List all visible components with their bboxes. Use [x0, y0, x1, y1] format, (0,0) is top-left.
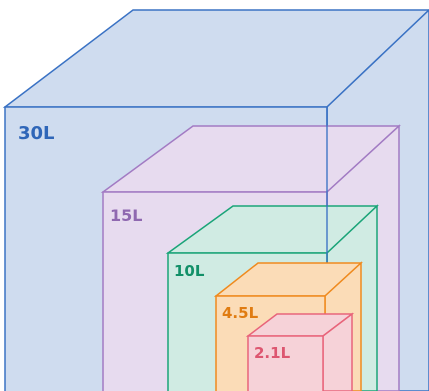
label-4-5l: 4.5L	[222, 304, 259, 322]
label-2-1l: 2.1L	[254, 344, 291, 362]
label-10l: 10L	[174, 262, 205, 280]
label-15l: 15L	[110, 206, 142, 225]
cube-2-1l-front-face	[247, 335, 324, 391]
label-30l: 30L	[18, 123, 55, 144]
cube-2-1l	[245, 312, 355, 391]
